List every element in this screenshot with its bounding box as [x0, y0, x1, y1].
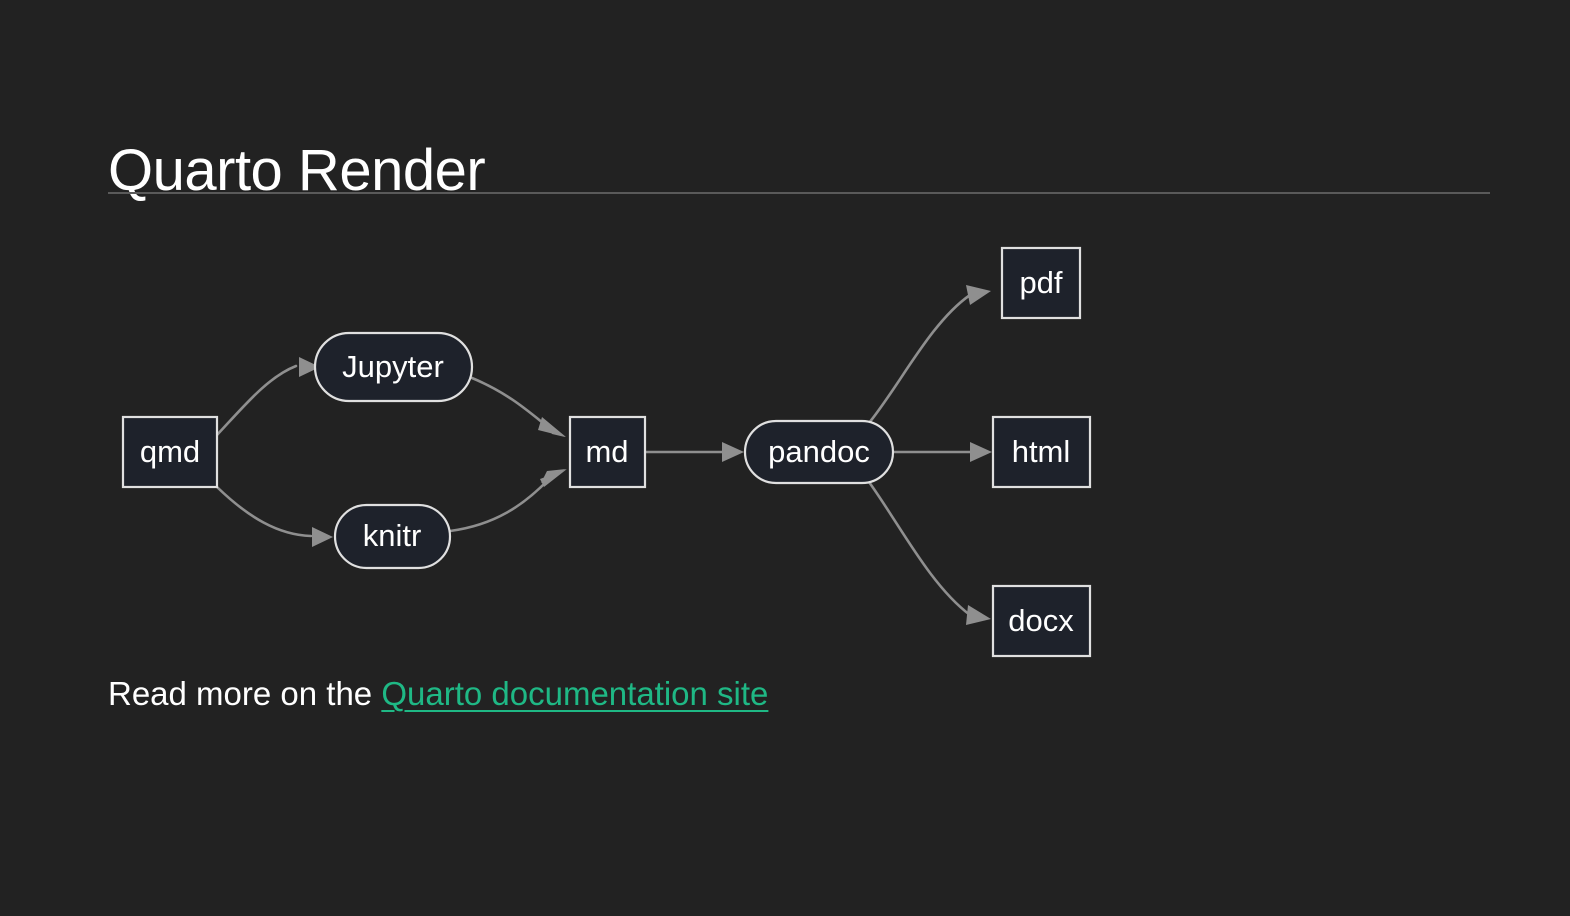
node-jupyter-label: Jupyter	[342, 349, 444, 384]
page-title: Quarto Render	[108, 137, 486, 203]
node-group: qmd Jupyter knitr md pandoc	[121, 246, 1092, 658]
quarto-documentation-link[interactable]: Quarto documentation site	[381, 675, 769, 712]
edge-qmd-jupyter	[215, 357, 320, 437]
node-docx-label: docx	[1008, 603, 1074, 638]
edge-pandoc-pdf	[867, 285, 991, 425]
flowchart-svg: qmd Jupyter knitr md pandoc	[121, 246, 1092, 658]
edge-knitr-md	[448, 469, 567, 533]
read-more-text: Read more on the Quarto documentation si…	[108, 672, 768, 717]
edge-jupyter-md	[470, 376, 566, 437]
node-jupyter[interactable]: Jupyter	[313, 331, 474, 403]
edge-pandoc-html	[891, 442, 992, 462]
node-md[interactable]: md	[568, 415, 647, 489]
node-pdf[interactable]: pdf	[1000, 246, 1082, 320]
read-more-prefix: Read more on the	[108, 675, 382, 712]
node-pandoc-label: pandoc	[768, 434, 870, 469]
quarto-render-flowchart: qmd Jupyter knitr md pandoc	[0, 225, 1570, 670]
node-pdf-label: pdf	[1019, 265, 1062, 300]
edge-group	[215, 285, 992, 625]
edge-md-pandoc	[643, 442, 744, 462]
node-knitr-label: knitr	[363, 518, 422, 553]
node-knitr[interactable]: knitr	[333, 503, 452, 570]
node-pandoc[interactable]: pandoc	[743, 419, 895, 485]
edge-qmd-knitr	[215, 485, 333, 547]
node-html-label: html	[1012, 434, 1071, 469]
edge-pandoc-docx	[867, 480, 991, 625]
node-qmd-label: qmd	[140, 434, 200, 469]
node-qmd[interactable]: qmd	[121, 415, 219, 489]
node-html[interactable]: html	[991, 415, 1092, 489]
title-divider	[108, 192, 1490, 194]
node-md-label: md	[585, 434, 628, 469]
node-docx[interactable]: docx	[991, 584, 1092, 658]
